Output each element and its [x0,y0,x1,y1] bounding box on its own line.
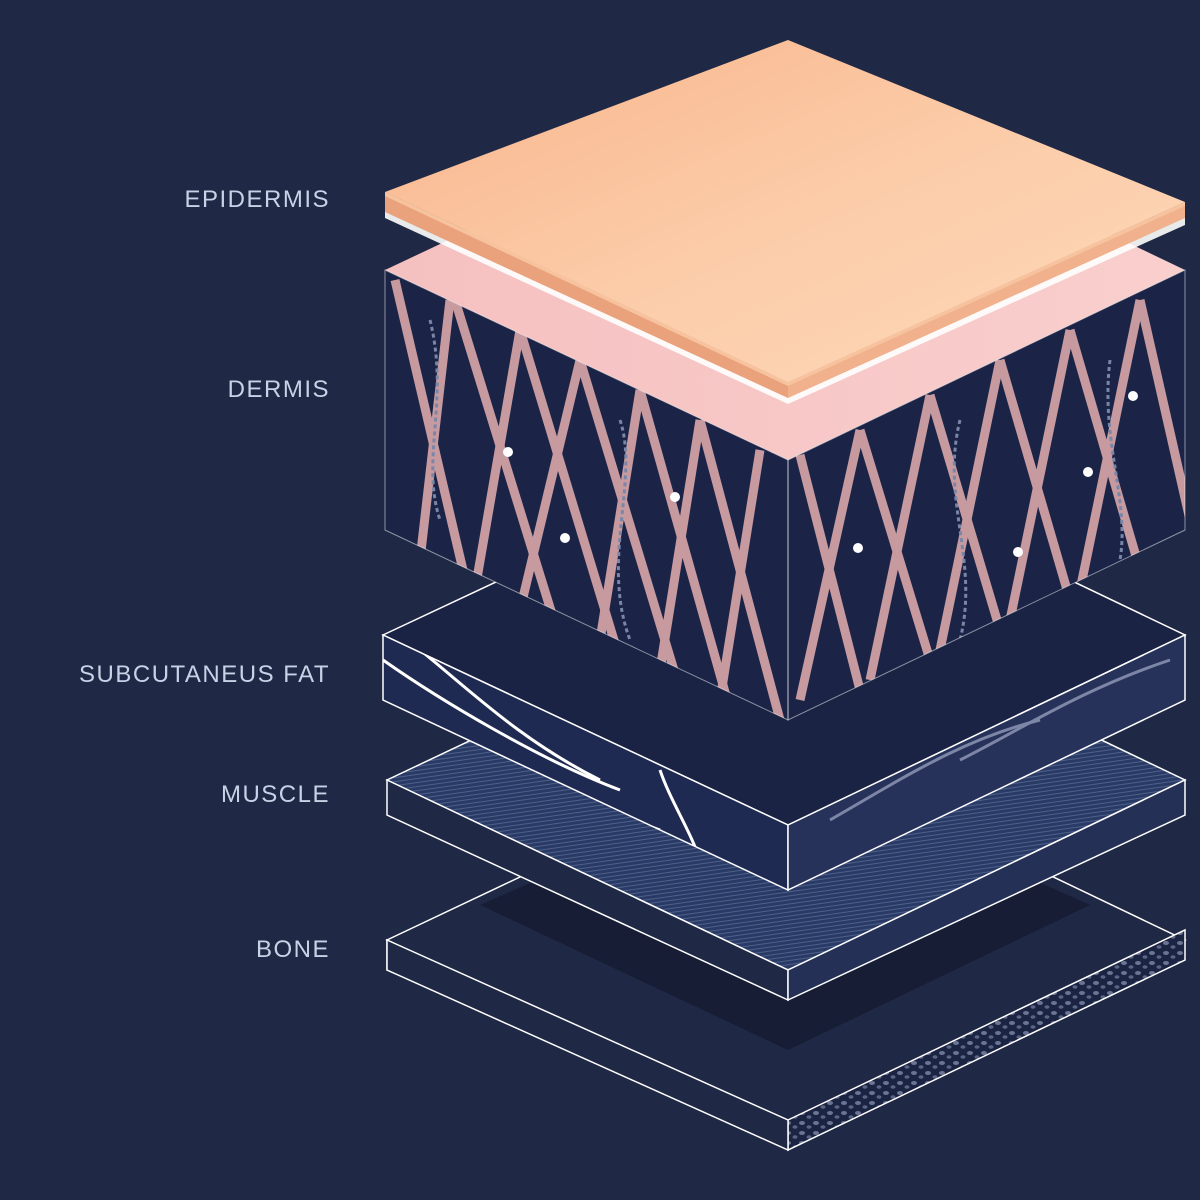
label-dermis: DERMIS [227,376,330,403]
label-subcutaneous-fat: SUBCUTANEUS FAT [79,661,330,688]
label-muscle: MUSCLE [220,781,330,808]
label-epidermis: EPIDERMIS [184,186,330,213]
label-bone: BONE [255,936,330,963]
dermis-cells [503,391,1138,557]
epidermis-layer [385,40,1185,404]
